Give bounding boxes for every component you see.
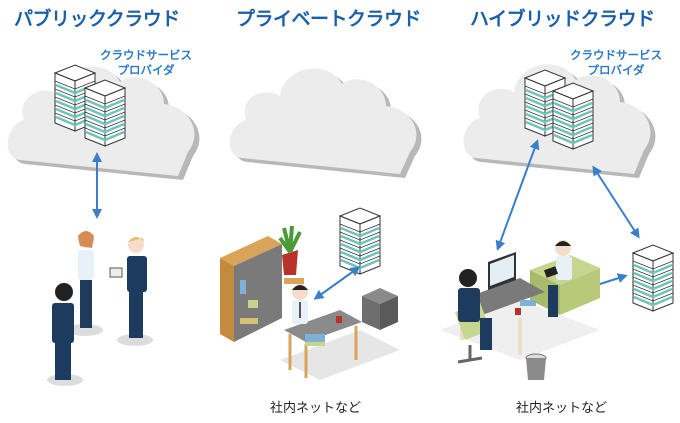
private-office-illustration <box>220 225 400 380</box>
private-cloud <box>229 68 422 178</box>
hybrid-office-illustration <box>440 240 600 380</box>
public-provider-label: クラウドサービス プロバイダ <box>100 48 192 78</box>
hybrid-caption: 社内ネットなど <box>516 401 608 416</box>
people-meeting-illustration <box>47 231 153 386</box>
provider-label-line1: クラウドサービス <box>570 48 662 62</box>
provider-label-line2: プロバイダ <box>117 63 175 77</box>
private-caption: 社内ネットなど <box>270 401 362 416</box>
server-icon <box>551 81 595 151</box>
server-icon <box>83 78 127 148</box>
public-cloud-title: パブリッククラウド <box>14 8 180 30</box>
hybrid-provider-label: クラウドサービス プロバイダ <box>570 48 662 78</box>
connection-arrow <box>495 139 540 251</box>
provider-label-line2: プロバイダ <box>587 63 645 77</box>
private-cloud-title: プライベートクラウド <box>236 8 422 30</box>
server-icon <box>631 243 675 313</box>
provider-label-line1: クラウドサービス <box>100 48 192 62</box>
connection-arrow <box>313 266 361 300</box>
hybrid-cloud-title: ハイブリッドクラウド <box>470 8 655 30</box>
connection-arrow <box>592 165 640 239</box>
server-icon <box>338 206 382 276</box>
